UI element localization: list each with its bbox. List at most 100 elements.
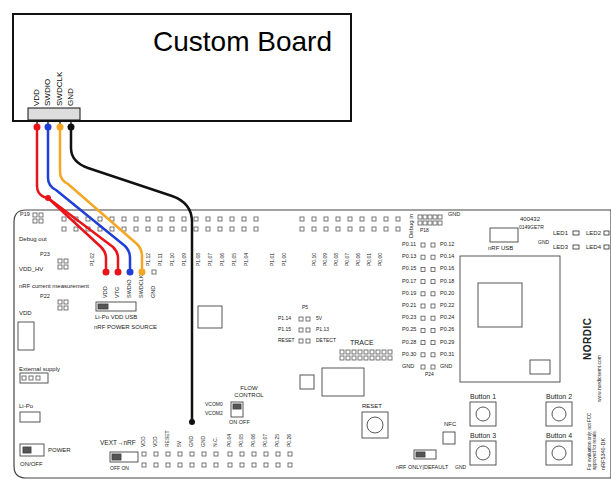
header-pin (64, 306, 68, 310)
header-pin (433, 221, 437, 225)
header-pin (218, 227, 222, 231)
board-label: P1.06 (220, 253, 225, 266)
switch-knob (112, 454, 121, 460)
header-pin (421, 365, 425, 369)
header-pin (431, 304, 435, 308)
header-pin (340, 356, 344, 360)
header-pin (423, 221, 427, 225)
header-pin (64, 300, 68, 304)
board-label: P0.07 (345, 253, 350, 266)
wire-swdclk (60, 127, 142, 268)
wire-dot (57, 124, 64, 131)
board-label: VTG (115, 287, 121, 298)
header-pin (421, 280, 425, 284)
header-pin (306, 339, 310, 343)
header-pin (134, 217, 138, 221)
board-label: 5V (177, 441, 182, 447)
board-label: Debug out (19, 236, 47, 242)
connector (18, 322, 34, 350)
switch (414, 450, 436, 459)
header-pin (64, 259, 68, 263)
chip (530, 360, 550, 374)
board-label: P1.09 (182, 253, 187, 266)
header-pin (22, 376, 26, 380)
header-pin (299, 339, 303, 343)
led (604, 245, 609, 249)
header-pin (33, 213, 37, 217)
header-pin (142, 463, 146, 467)
board-label: P0.16 (440, 266, 454, 272)
wire-dot (189, 419, 195, 425)
board-label: VDD (19, 310, 32, 316)
header-pin (396, 217, 400, 221)
board-label: P0.06 (356, 253, 361, 266)
board-label: VDD (153, 436, 158, 447)
board-label: External supply (19, 366, 60, 372)
header-pin (182, 217, 186, 221)
header-pin (364, 350, 368, 354)
switch (96, 302, 136, 311)
header-pin (421, 316, 425, 320)
header-pin (170, 227, 174, 231)
header-pin (348, 227, 352, 231)
board-label: P22 (40, 294, 50, 300)
header-pin (214, 452, 218, 456)
header-pin (431, 353, 435, 357)
chip (322, 368, 364, 396)
board-label: P0.31 (440, 352, 454, 358)
header-pin (300, 217, 304, 221)
header-pin (421, 353, 425, 357)
board-label: P0.05 (239, 434, 244, 447)
header-pin (194, 217, 198, 221)
led (573, 245, 579, 249)
header-pin (431, 243, 435, 247)
board-label: VCOM0 (205, 402, 223, 407)
board-label: P1.15 (278, 327, 291, 332)
header-pin (346, 356, 350, 360)
header-pin (346, 350, 350, 354)
header-pin (36, 376, 40, 380)
board-label: GND (201, 436, 206, 447)
header-pin (288, 463, 292, 467)
header-pin (74, 227, 78, 231)
push-button (470, 441, 496, 465)
header-pin (276, 463, 280, 467)
header-pin (276, 452, 280, 456)
header-pin (230, 227, 234, 231)
header-pin (146, 217, 150, 221)
header-pin (166, 452, 170, 456)
header-pin (214, 463, 218, 467)
board-label: GND (538, 240, 549, 245)
header-pin (254, 217, 258, 221)
header-pin (170, 217, 174, 221)
header-pin (384, 227, 388, 231)
header-pin (431, 328, 435, 332)
board-label: Li-Po VDD USB (95, 314, 137, 320)
board-label: nRF ONLY|DEFAULT (396, 465, 448, 471)
wire-dots (34, 124, 196, 426)
board-label: P1.08 (196, 253, 201, 266)
led (604, 231, 609, 235)
button-cap (476, 446, 490, 460)
header-pin (64, 265, 68, 269)
board-label: Button 1 (470, 393, 496, 400)
wires (37, 127, 192, 420)
button-cap (476, 407, 490, 421)
board-label: ON OFF (229, 420, 250, 426)
wire-dot (127, 269, 134, 276)
board-label: 0149GE7R (519, 225, 544, 230)
header-pin (431, 255, 435, 259)
header-pin (431, 267, 435, 271)
board-label: nRF5340-DK (601, 438, 607, 470)
board-label: P0.00 (378, 253, 383, 266)
board-label: POWER (48, 447, 71, 453)
header-pin (228, 452, 232, 456)
board-label: P0.11 (402, 242, 416, 248)
header-pin (421, 243, 425, 247)
header-pin (382, 350, 386, 354)
board-label: P1.05 (232, 253, 237, 266)
header-pin (182, 227, 186, 231)
board-label: ON/OFF (20, 461, 43, 467)
header-pin (431, 292, 435, 296)
header-pin (110, 227, 114, 231)
